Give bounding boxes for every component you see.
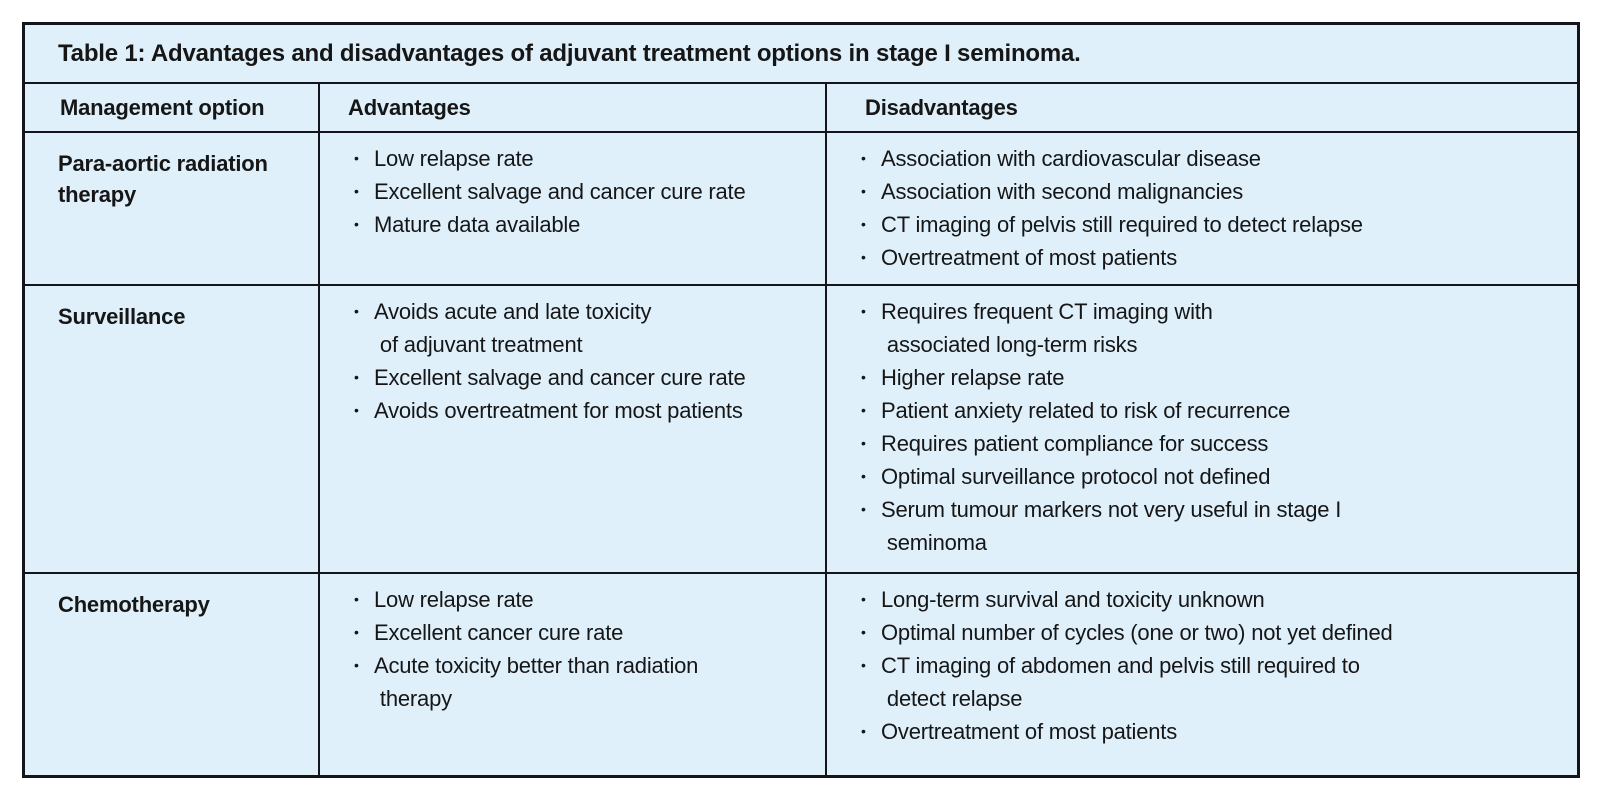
list-item: • Association with cardiovascular disease <box>827 142 1569 175</box>
list-item: • Overtreatment of most patients <box>827 241 1569 274</box>
row-3-disadvantages-cell: • Long-term survival and toxicity unknown… <box>825 572 1577 775</box>
list-item: • Long-term survival and toxicity unknown <box>827 583 1569 616</box>
bullet-icon: • <box>354 369 359 385</box>
list-item: • Mature data available <box>320 208 817 241</box>
bullet-icon: • <box>861 402 866 418</box>
list-item-text: Requires frequent CT imaging with associ… <box>881 299 1213 357</box>
list-item: • CT imaging of pelvis still required to … <box>827 208 1569 241</box>
list-item-text: Association with cardiovascular disease <box>881 146 1261 171</box>
list-item: • Serum tumour markers not very useful in… <box>827 493 1569 559</box>
list-item-text: CT imaging of pelvis still required to d… <box>881 212 1363 237</box>
bullet-icon: • <box>354 591 359 607</box>
list-item-text: Mature data available <box>374 212 581 237</box>
list-item: • Association with second malignancies <box>827 175 1569 208</box>
bullet-icon: • <box>861 501 866 517</box>
bullet-icon: • <box>354 624 359 640</box>
list-item-text: Optimal surveillance protocol not define… <box>881 464 1271 489</box>
bullet-icon: • <box>354 150 359 166</box>
seminoma-treatment-table: Table 1: Advantages and disadvantages of… <box>22 22 1580 778</box>
list-item-text: Optimal number of cycles (one or two) no… <box>881 620 1393 645</box>
list-item-text: Long-term survival and toxicity unknown <box>881 587 1265 612</box>
bullet-icon: • <box>861 624 866 640</box>
bullet-icon: • <box>354 303 359 319</box>
list-item-text: Acute toxicity better than radiation the… <box>374 653 699 711</box>
list-item-text: Serum tumour markers not very useful in … <box>881 497 1342 555</box>
list-item: • Patient anxiety related to risk of recu… <box>827 394 1569 427</box>
list-item-text: CT imaging of abdomen and pelvis still r… <box>881 653 1360 711</box>
bullet-icon: • <box>861 435 866 451</box>
column-header-advantages: Advantages <box>318 82 825 131</box>
row-2-disadvantages-cell: • Requires frequent CT imaging with assoc… <box>825 284 1577 572</box>
bullet-icon: • <box>861 657 866 673</box>
bullet-icon: • <box>354 657 359 673</box>
list-item-text: Excellent cancer cure rate <box>374 620 624 645</box>
bullet-icon: • <box>861 303 866 319</box>
column-header-disadvantages: Disadvantages <box>825 82 1577 131</box>
bullet-icon: • <box>861 249 866 265</box>
bullet-icon: • <box>861 216 866 232</box>
row-2-advantages-cell: • Avoids acute and late toxicity of adjuv… <box>318 284 825 572</box>
row-1-advantages-cell: • Low relapse rate • Excellent salvage and… <box>318 131 825 284</box>
bullet-icon: • <box>354 402 359 418</box>
bullet-icon: • <box>861 591 866 607</box>
list-item: • Overtreatment of most patients <box>827 715 1569 748</box>
row-1-disadvantages-cell: • Association with cardiovascular disease… <box>825 131 1577 284</box>
table-title: Table 1: Advantages and disadvantages of… <box>58 39 1081 67</box>
list-item: • Optimal surveillance protocol not defin… <box>827 460 1569 493</box>
bullet-icon: • <box>861 468 866 484</box>
list-item: • Low relapse rate <box>320 142 817 175</box>
list-item-text: Low relapse rate <box>374 146 534 171</box>
list-item: • Avoids acute and late toxicity of adjuv… <box>320 295 817 361</box>
row-option-para-aortic-radiation-therapy: Para-aortic radiation therapy <box>25 131 318 284</box>
list-item: • Excellent cancer cure rate <box>320 616 817 649</box>
row-option-chemotherapy: Chemotherapy <box>25 572 318 775</box>
list-item: • Excellent salvage and cancer cure rate <box>320 361 817 394</box>
list-item-text: Low relapse rate <box>374 587 534 612</box>
list-item: • Optimal number of cycles (one or two) n… <box>827 616 1569 649</box>
list-item-text: Association with second malignancies <box>881 179 1244 204</box>
list-item-text: Excellent salvage and cancer cure rate <box>374 365 746 390</box>
list-item: • Requires frequent CT imaging with assoc… <box>827 295 1569 361</box>
list-item-text: Avoids overtreatment for most patients <box>374 398 743 423</box>
list-item: • Higher relapse rate <box>827 361 1569 394</box>
list-item: • Low relapse rate <box>320 583 817 616</box>
list-item: • Avoids overtreatment for most patients <box>320 394 817 427</box>
list-item-text: Patient anxiety related to risk of recur… <box>881 398 1291 423</box>
list-item: • CT imaging of abdomen and pelvis still … <box>827 649 1569 715</box>
list-item-text: Avoids acute and late toxicity of adjuva… <box>374 299 652 357</box>
bullet-icon: • <box>861 183 866 199</box>
row-option-surveillance: Surveillance <box>25 284 318 572</box>
bullet-icon: • <box>861 723 866 739</box>
list-item-text: Requires patient compliance for success <box>881 431 1269 456</box>
list-item-text: Higher relapse rate <box>881 365 1065 390</box>
list-item-text: Overtreatment of most patients <box>881 719 1178 744</box>
list-item-text: Overtreatment of most patients <box>881 245 1178 270</box>
list-item: • Excellent salvage and cancer cure rate <box>320 175 817 208</box>
row-3-advantages-cell: • Low relapse rate • Excellent cancer cure… <box>318 572 825 775</box>
list-item: • Requires patient compliance for success <box>827 427 1569 460</box>
bullet-icon: • <box>861 150 866 166</box>
list-item: • Acute toxicity better than radiation th… <box>320 649 817 715</box>
bullet-icon: • <box>861 369 866 385</box>
column-header-management-option: Management option <box>25 82 318 131</box>
list-item-text: Excellent salvage and cancer cure rate <box>374 179 746 204</box>
bullet-icon: • <box>354 183 359 199</box>
bullet-icon: • <box>354 216 359 232</box>
